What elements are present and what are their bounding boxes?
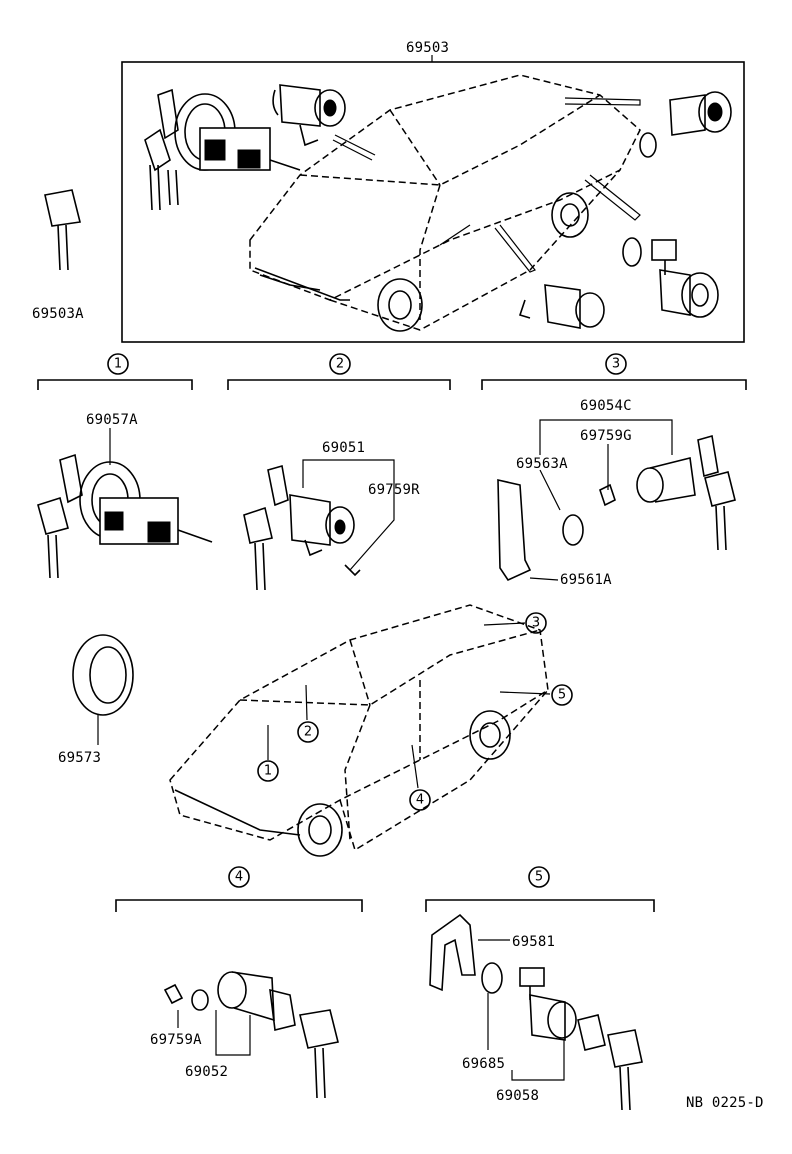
car-marker-1: 1 <box>264 764 272 779</box>
group-5-fuel-lock: 69581 69685 69058 <box>429 913 643 1111</box>
group-1-number: 1 <box>114 357 122 372</box>
group-2-door-cylinder: 69051 69759R <box>243 440 420 591</box>
label-69057A: 69057A <box>86 412 138 428</box>
group-headers: 1 2 3 4 5 <box>37 353 747 912</box>
cylinder-ring-69573: 69573 <box>58 634 134 766</box>
group-4-door-cylinder: 69759A 69052 <box>150 971 339 1099</box>
car-marker-3: 3 <box>532 616 540 631</box>
label-69052: 69052 <box>185 1064 228 1080</box>
group-5-number: 5 <box>535 870 543 885</box>
label-69561A: 69561A <box>560 572 612 588</box>
middle-car-illustration <box>169 604 549 857</box>
group-3-number: 3 <box>612 357 620 372</box>
group-4-number: 4 <box>235 870 243 885</box>
label-69051: 69051 <box>322 440 365 456</box>
door-cylinder-lower-illustration <box>494 224 605 329</box>
group-2-number: 2 <box>336 357 344 372</box>
group-1-ignition-cylinder: 69057A <box>37 412 213 579</box>
label-69759A: 69759A <box>150 1032 202 1048</box>
trunk-lock-illustration <box>564 91 732 158</box>
car-markers: 1 2 3 4 5 <box>257 612 573 811</box>
top-car-illustration <box>249 74 641 332</box>
car-marker-4: 4 <box>416 793 424 808</box>
key-set-frame <box>121 61 745 343</box>
car-marker-2: 2 <box>304 725 312 740</box>
label-69058: 69058 <box>496 1088 539 1104</box>
label-69685: 69685 <box>462 1056 505 1072</box>
car-marker-5: 5 <box>558 688 566 703</box>
label-69573: 69573 <box>58 750 101 766</box>
label-69503: 69503 <box>406 40 449 56</box>
spare-key-illustration <box>44 189 81 271</box>
key-set-assembly: 69503 <box>32 40 745 343</box>
label-69503A: 69503A <box>32 306 84 322</box>
label-69581: 69581 <box>512 934 555 950</box>
label-69759G: 69759G <box>580 428 632 444</box>
label-69759R: 69759R <box>368 482 420 498</box>
ignition-lock-illustration <box>144 88 301 211</box>
figure-code: NB 0225-D <box>686 1095 764 1111</box>
label-69563A: 69563A <box>516 456 568 472</box>
fuel-lock-illustration <box>584 174 719 318</box>
label-69054C: 69054C <box>580 398 632 414</box>
door-cylinder-top-illustration <box>272 84 376 161</box>
group-3-trunk-lock: 69054C 69759G 69563A 69561A <box>497 398 736 588</box>
